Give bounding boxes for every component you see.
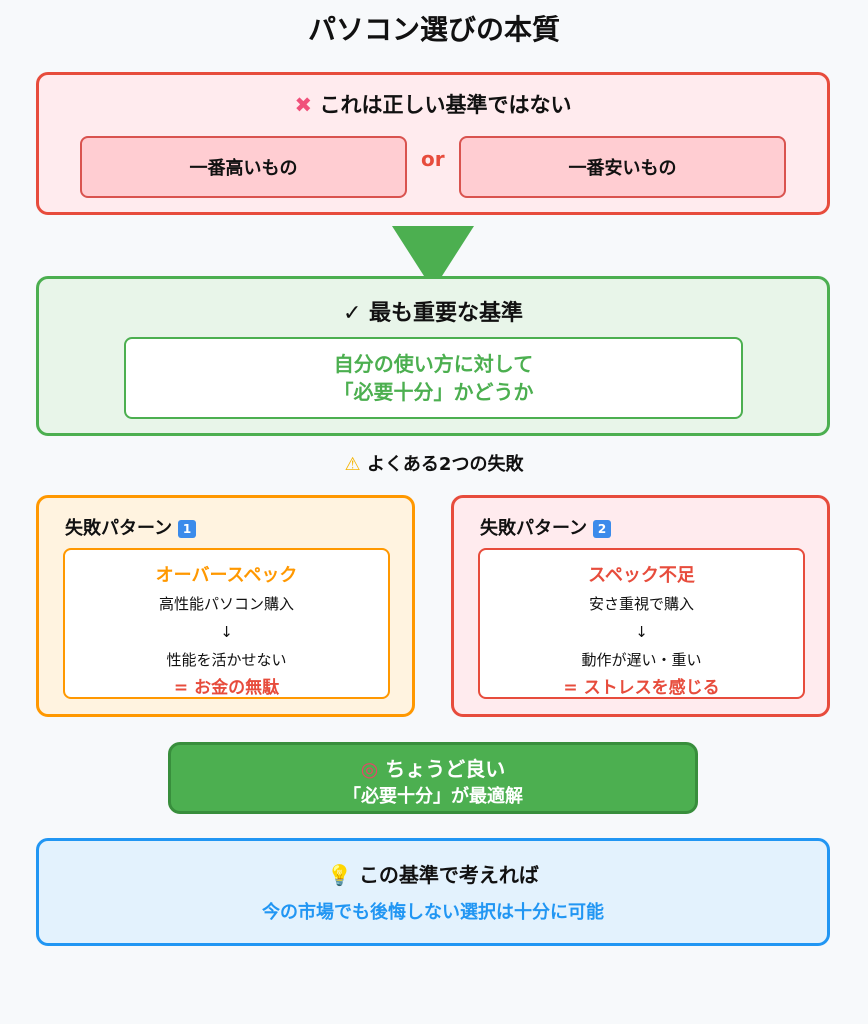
conclusion-heading: 💡 この基準で考えれば xyxy=(327,863,539,887)
criteria-statement: 自分の使い方に対して 「必要十分」かどうか xyxy=(124,337,743,419)
failure-step-2: 性能を活かせない xyxy=(166,651,287,669)
important-criteria-box: ✓ 最も重要な基準 自分の使い方に対して 「必要十分」かどうか xyxy=(36,276,830,436)
best-answer-box: ◎ ちょうど良い 「必要十分」が最適解 xyxy=(168,742,698,814)
failure-title: スペック不足 xyxy=(588,565,695,586)
cross-icon: ✖ xyxy=(294,93,313,117)
wrong-criteria-box: ✖ これは正しい基準ではない 一番高いもの or 一番安いもの xyxy=(36,72,830,215)
failure-result: = ストレスを感じる xyxy=(563,678,720,698)
option-cheapest: 一番安いもの xyxy=(459,136,786,198)
failure-result: = お金の無駄 xyxy=(173,678,280,698)
best-line-2: 「必要十分」が最適解 xyxy=(343,786,523,807)
down-arrow: ↓ xyxy=(220,623,233,641)
conclusion-box: 💡 この基準で考えれば 今の市場でも後悔しない選択は十分に可能 xyxy=(36,838,830,946)
failure-pattern-2: 失敗パターン 2 スペック不足 安さ重視で購入 ↓ 動作が遅い・重い = ストレス… xyxy=(451,495,830,717)
criteria-line-2: 「必要十分」かどうか xyxy=(333,380,534,404)
wrong-criteria-heading: ✖ これは正しい基準ではない xyxy=(294,93,572,117)
or-label: or xyxy=(421,147,445,171)
failure-step-2: 動作が遅い・重い xyxy=(581,651,702,669)
criteria-line-1: 自分の使い方に対して xyxy=(333,352,534,376)
important-criteria-heading: ✓ 最も重要な基準 xyxy=(342,301,524,326)
failure-step-1: 高性能パソコン購入 xyxy=(158,595,294,613)
lightbulb-icon: 💡 xyxy=(327,863,352,887)
failure-detail: スペック不足 安さ重視で購入 ↓ 動作が遅い・重い = ストレスを感じる xyxy=(478,548,805,699)
failure-pattern-1: 失敗パターン 1 オーバースペック 高性能パソコン購入 ↓ 性能を活かせない = … xyxy=(36,495,415,717)
down-arrow-icon xyxy=(392,226,474,276)
down-arrow: ↓ xyxy=(635,623,648,641)
failure-detail: オーバースペック 高性能パソコン購入 ↓ 性能を活かせない = お金の無駄 xyxy=(63,548,390,699)
failure-label: 失敗パターン xyxy=(65,518,173,539)
warning-heading: ⚠ よくある2つの失敗 xyxy=(344,454,524,475)
failure-label: 失敗パターン xyxy=(480,518,588,539)
target-icon: ◎ xyxy=(360,757,379,781)
keycap-2-icon: 2 xyxy=(593,520,612,538)
conclusion-text: 今の市場でも後悔しない選択は十分に可能 xyxy=(262,902,604,923)
page-title: パソコン選びの本質 xyxy=(307,13,560,46)
warning-icon: ⚠ xyxy=(344,454,361,475)
failure-step-1: 安さ重視で購入 xyxy=(588,595,694,613)
failure-title: オーバースペック xyxy=(155,565,298,586)
best-line-1: ◎ ちょうど良い xyxy=(360,757,506,781)
keycap-1-icon: 1 xyxy=(178,520,197,538)
option-most-expensive: 一番高いもの xyxy=(80,136,407,198)
